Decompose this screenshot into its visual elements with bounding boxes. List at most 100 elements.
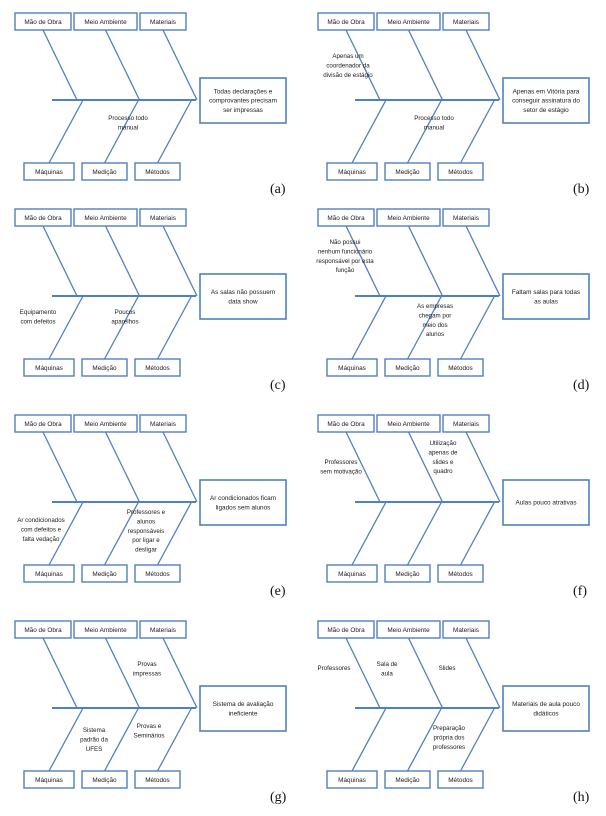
- category-box-top-2[interactable]: [139, 208, 187, 227]
- category-box-top-2[interactable]: [442, 414, 490, 433]
- cause-label-a-0: Processo todo: [108, 115, 148, 122]
- category-box-bottom-0[interactable]: [23, 564, 75, 583]
- category-box-bottom-0[interactable]: [23, 358, 75, 377]
- rib-bottom-2: [459, 99, 496, 164]
- effect-box-c[interactable]: [199, 273, 287, 320]
- category-box-top-2[interactable]: [139, 620, 187, 639]
- category-box-top-1[interactable]: [376, 414, 441, 433]
- category-box-bottom-2[interactable]: [134, 162, 181, 181]
- category-box-bottom-0[interactable]: [23, 770, 75, 789]
- category-label-top-1: Meio Ambiente: [84, 421, 127, 428]
- cause-label-b-1: Processo todo: [414, 115, 454, 122]
- category-box-bottom-1[interactable]: [384, 162, 431, 181]
- category-box-top-2[interactable]: [442, 620, 490, 639]
- category-box-top-1[interactable]: [376, 620, 441, 639]
- category-label-top-2: Materiais: [453, 421, 479, 428]
- cause-label-f-1: quadro: [433, 468, 453, 475]
- category-box-bottom-1[interactable]: [81, 770, 128, 789]
- category-box-bottom-2[interactable]: [134, 564, 181, 583]
- category-box-top-0[interactable]: [317, 414, 375, 433]
- cause-label-g-1: padrão da: [80, 736, 108, 743]
- category-box-bottom-0[interactable]: [326, 358, 378, 377]
- category-box-bottom-1[interactable]: [384, 358, 431, 377]
- rib-top-1: [104, 431, 141, 503]
- rib-top-0: [42, 225, 78, 297]
- category-box-top-2[interactable]: [442, 208, 490, 227]
- category-box-bottom-1[interactable]: [384, 770, 431, 789]
- category-box-top-2[interactable]: [442, 12, 490, 31]
- category-label-bottom-0: Máquinas: [338, 169, 366, 176]
- effect-label-line: conseguir assinatura do: [512, 98, 580, 105]
- cause-label-b-0: coordenador da: [326, 62, 370, 69]
- category-box-top-0[interactable]: [14, 620, 72, 639]
- rib-bottom-0: [48, 99, 84, 164]
- effect-label-line: didáticos: [533, 710, 558, 717]
- effect-box-g[interactable]: [199, 685, 287, 732]
- category-box-bottom-0[interactable]: [23, 162, 75, 181]
- effect-box-b[interactable]: [502, 77, 590, 124]
- category-box-bottom-2[interactable]: [437, 564, 484, 583]
- category-box-top-1[interactable]: [376, 12, 441, 31]
- effect-box-f[interactable]: [502, 479, 590, 526]
- rib-bottom-2: [459, 295, 496, 360]
- category-box-bottom-2[interactable]: [134, 770, 181, 789]
- category-label-top-2: Materiais: [150, 19, 176, 26]
- panel-caption-h: (h): [573, 790, 590, 805]
- category-box-top-0[interactable]: [14, 414, 72, 433]
- category-label-top-1: Meio Ambiente: [387, 421, 430, 428]
- category-label-top-0: Mão de Obra: [327, 421, 365, 428]
- cause-label-h-3: Preparação: [433, 725, 466, 732]
- category-box-top-0[interactable]: [14, 208, 72, 227]
- cause-label-e-1: responsáveis: [128, 528, 164, 535]
- category-box-top-1[interactable]: [73, 208, 138, 227]
- cause-label-h-3: própria dos: [434, 734, 465, 741]
- effect-box-a[interactable]: [199, 77, 287, 124]
- rib-top-0: [42, 637, 78, 709]
- category-box-top-1[interactable]: [73, 620, 138, 639]
- category-box-bottom-1[interactable]: [384, 564, 431, 583]
- category-label-bottom-2: Métodos: [448, 365, 473, 372]
- category-box-bottom-2[interactable]: [437, 162, 484, 181]
- category-label-top-0: Mão de Obra: [24, 627, 62, 634]
- category-box-top-1[interactable]: [73, 12, 138, 31]
- rib-top-0: [345, 637, 381, 709]
- category-box-top-0[interactable]: [317, 620, 375, 639]
- category-box-bottom-0[interactable]: [326, 564, 378, 583]
- effect-box-d[interactable]: [502, 273, 590, 320]
- category-box-top-1[interactable]: [376, 208, 441, 227]
- category-box-bottom-1[interactable]: [81, 358, 128, 377]
- category-box-bottom-2[interactable]: [437, 358, 484, 377]
- cause-label-b-0: Apenas um: [332, 53, 363, 60]
- rib-top-2: [162, 431, 198, 503]
- category-box-bottom-2[interactable]: [134, 358, 181, 377]
- category-label-top-1: Meio Ambiente: [387, 627, 430, 634]
- category-box-top-0[interactable]: [317, 208, 375, 227]
- cause-label-c-1: aparelhos: [111, 318, 138, 325]
- cause-label-h-0: Professores: [317, 665, 350, 672]
- category-box-bottom-2[interactable]: [437, 770, 484, 789]
- category-label-bottom-1: Medição: [395, 365, 420, 372]
- category-box-top-1[interactable]: [73, 414, 138, 433]
- category-box-bottom-0[interactable]: [326, 162, 378, 181]
- rib-bottom-1: [103, 99, 140, 164]
- effect-label-line: data show: [228, 298, 258, 305]
- cause-label-c-1: Poucos: [115, 309, 136, 316]
- category-box-top-0[interactable]: [14, 12, 72, 31]
- category-box-bottom-1[interactable]: [81, 564, 128, 583]
- effect-label-line: Sistema de avaliação: [213, 701, 274, 708]
- rib-bottom-0: [48, 295, 84, 360]
- effect-box-h[interactable]: [502, 685, 590, 732]
- panel-caption-a: (a): [270, 182, 286, 197]
- category-box-top-0[interactable]: [317, 12, 375, 31]
- category-box-bottom-0[interactable]: [326, 770, 378, 789]
- category-box-top-2[interactable]: [139, 12, 187, 31]
- category-label-bottom-1: Medição: [395, 777, 420, 784]
- category-box-bottom-1[interactable]: [81, 162, 128, 181]
- category-label-bottom-0: Máquinas: [35, 169, 63, 176]
- category-box-top-2[interactable]: [139, 414, 187, 433]
- effect-box-e[interactable]: [199, 479, 287, 526]
